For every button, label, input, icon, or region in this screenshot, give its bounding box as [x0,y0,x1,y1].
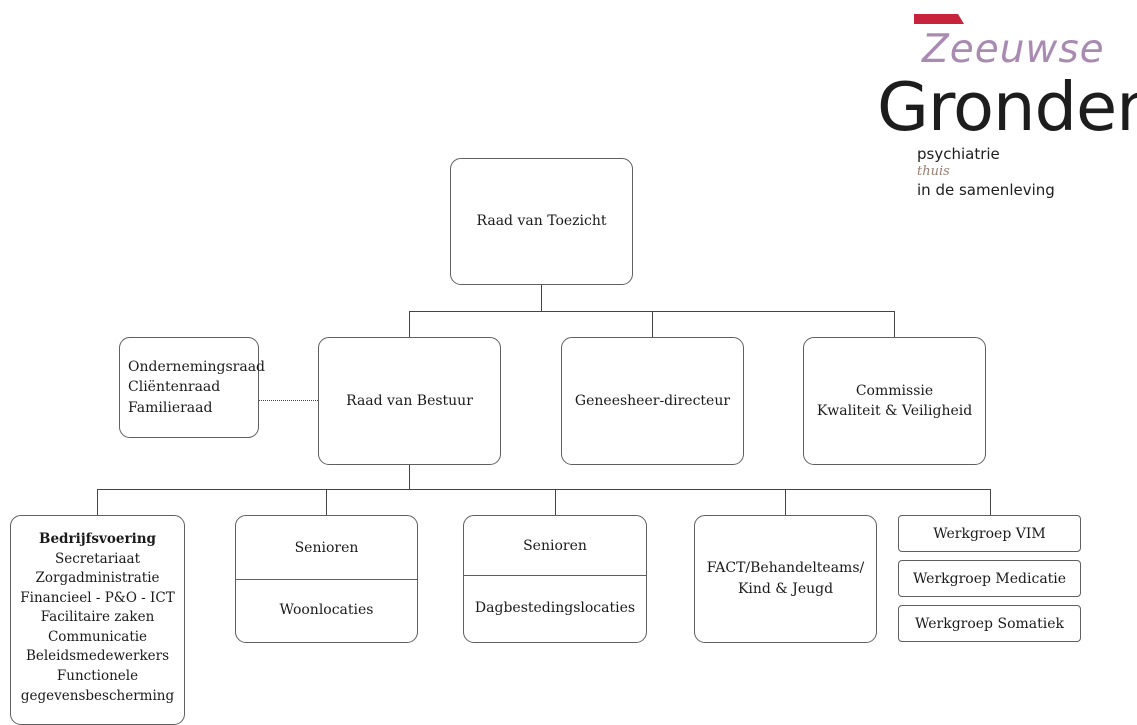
werkgroep-vim-label: Werkgroep VIM [933,525,1046,542]
connector [409,311,411,337]
bedrijfsvoering-item: Facilitaire zaken [40,609,155,626]
connector [785,489,787,515]
bedrijfsvoering-item: gegevensbescherming [20,687,175,704]
raden-item: Ondernemingsraad [128,359,265,376]
bedrijfsvoering-item: Communicatie [47,628,148,645]
connector [409,311,894,313]
connector [652,311,654,337]
connector [555,489,557,515]
fact-box: FACT/Behandelteams/ Kind & Jeugd [694,515,877,643]
werkgroep-somatiek-label: Werkgroep Somatiek [914,615,1064,632]
raad-van-bestuur-box: Raad van Bestuur [318,337,501,465]
werkgroep-vim-box: Werkgroep VIM [898,515,1081,552]
logo-tagline-1: psychiatrie [917,145,1000,163]
bedrijfsvoering-item: Functionele [56,667,139,684]
commissie-label-2: Kwaliteit & Veiligheid [816,403,973,419]
connector [97,489,99,515]
box-divider [236,579,417,580]
box-divider [464,575,646,576]
raad-van-toezicht-box: Raad van Toezicht [450,158,633,285]
fact-label-1: FACT/Behandelteams/ [706,560,865,576]
raden-item: Cliëntenraad [128,379,221,396]
connector [409,465,411,489]
logo-tagline-3: in de samenleving [917,181,1055,199]
connector [894,311,896,337]
senioren-woon-top: Senioren [294,540,359,556]
bedrijfsvoering-box: Bedrijfsvoering Secretariaat Zorgadminis… [10,515,185,725]
connector [990,489,992,515]
senioren-dagbesteding-box: Senioren Dagbestedingslocaties [463,515,647,643]
raden-box: Ondernemingsraad Cliëntenraad Familieraa… [119,337,265,438]
bedrijfsvoering-item: Secretariaat [54,550,140,567]
senioren-dag-top: Senioren [523,537,587,554]
connector [326,489,328,515]
senioren-woonlocaties-box: Senioren Woonlocaties [235,515,418,643]
raden-item: Familieraad [128,399,213,416]
bedrijfsvoering-item: Financieel - P&O - ICT [20,589,175,606]
dotted-connector [259,400,318,401]
connector [541,285,543,311]
connector [97,489,990,491]
logo-tagline-2: thuis [917,164,950,179]
bedrijfsvoering-item: Zorgadministratie [35,570,160,587]
logo-brand-main: Gronden [877,68,1137,146]
logo-accent-bar [914,14,964,24]
senioren-dag-bottom: Dagbestedingslocaties [474,600,636,616]
bedrijfsvoering-item: Beleidsmedewerkers [25,648,170,665]
werkgroep-somatiek-box: Werkgroep Somatiek [898,605,1081,642]
fact-label-2: Kind & Jeugd [737,581,834,597]
logo-brand-top: Zeeuwse [922,27,1105,72]
commissie-box: Commissie Kwaliteit & Veiligheid [803,337,986,465]
werkgroep-medicatie-label: Werkgroep Medicatie [912,570,1067,587]
raad-van-bestuur-label: Raad van Bestuur [346,392,473,409]
senioren-woon-bottom: Woonlocaties [279,602,374,618]
geneesheer-directeur-label: Geneesheer-directeur [574,392,731,409]
commissie-label-1: Commissie [855,382,934,399]
geneesheer-directeur-box: Geneesheer-directeur [561,337,744,465]
raad-van-toezicht-label: Raad van Toezicht [476,213,607,230]
werkgroep-medicatie-box: Werkgroep Medicatie [898,560,1081,597]
bedrijfsvoering-title: Bedrijfsvoering [39,531,156,547]
